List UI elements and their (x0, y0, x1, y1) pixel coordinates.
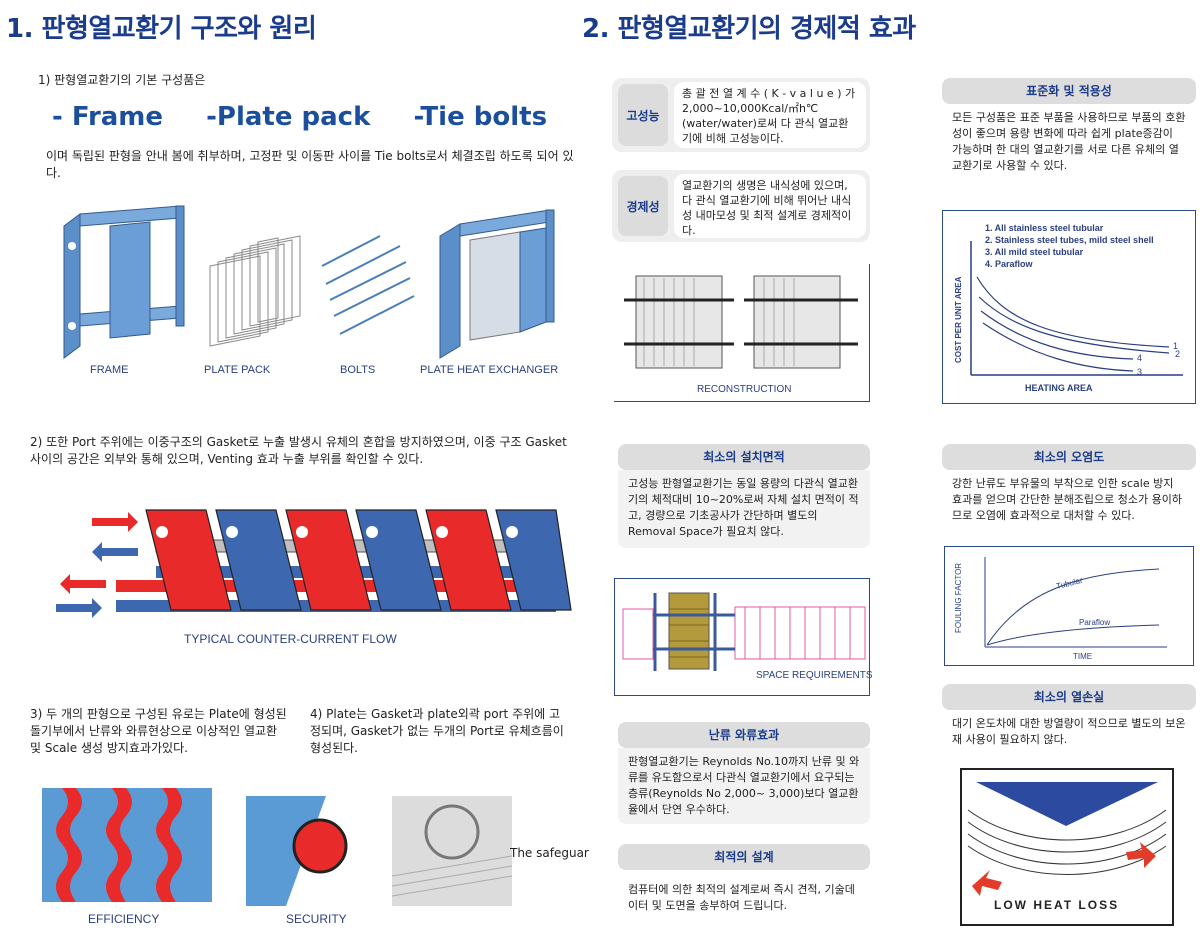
caption-security: SECURITY (286, 912, 347, 926)
cost-line-label-4: 4 (1137, 353, 1142, 363)
flow-caption: TYPICAL COUNTER-CURRENT FLOW (184, 632, 397, 646)
reconstruction-caption: RECONSTRUCTION (697, 384, 792, 395)
standard-panel-text: 모든 구성품은 표준 부품을 사용하므로 부품의 호환성이 좋으며 용량 변화에… (942, 104, 1196, 182)
legend-1: 1. All stainless steel tubular (985, 223, 1104, 233)
component-tie-bolts: -Tie bolts (413, 102, 548, 132)
right-section-title: 2. 판형열교환기의 경제적 효과 (582, 14, 916, 44)
fouling-x-label: TIME (1073, 652, 1092, 661)
callout-economy-tag: 경제성 (618, 176, 668, 236)
caption-efficiency: EFFICIENCY (88, 912, 160, 926)
turbulence-panel-title: 난류 와류효과 (618, 722, 870, 748)
fouling-line-paraflow (986, 624, 1160, 646)
fouling-line-tubular (986, 568, 1160, 646)
caption-frame: FRAME (90, 364, 129, 376)
counter-current-flow-figure (56, 509, 572, 618)
heatloss-figure (960, 768, 1174, 926)
components-figure (63, 205, 555, 359)
frame-illustration (63, 205, 185, 359)
cost-line-label-3: 3 (1137, 367, 1142, 377)
components-description: 이며 독립된 판형을 안내 봄에 취부하며, 고정판 및 이동판 사이를 Tie… (46, 149, 574, 180)
fouling-label-paraflow: Paraflow (1079, 618, 1110, 627)
cost-line-1 (976, 276, 1170, 348)
design-panel-title: 최적의 설계 (618, 844, 870, 870)
callout-performance-tag: 고성능 (618, 84, 668, 146)
caption-phe: PLATE HEAT EXCHANGER (420, 364, 559, 376)
callout-economy: 경제성 열교환기의 생명은 내식성에 있으며, 다 관식 열교환기에 비해 뛰어… (612, 170, 870, 242)
cost-line-label-1: 1 (1173, 341, 1178, 351)
fouling-panel-text: 강한 난류도 부유물의 부착으로 인한 scale 방지 효과를 얻으며 간단한… (942, 470, 1196, 532)
paragraph-3: 3) 두 개의 판형으로 구성된 유로는 Plate에 형성된 돌기부에서 난류… (30, 707, 287, 755)
bolts-illustration (321, 235, 415, 335)
fouling-chart: FOULING FACTOR TIME Tubular Paraflow (944, 546, 1194, 666)
paragraph-4: 4) Plate는 Gasket과 plate외곽 port 주위에 고정되며,… (310, 707, 564, 755)
cost-line-2 (978, 296, 1170, 354)
safeguard-figure (392, 796, 512, 906)
fouling-panel-title: 최소의 오염도 (942, 444, 1196, 470)
cost-chart: 1. All stainless steel tubular 2. Stainl… (942, 210, 1196, 404)
efficiency-figure (42, 788, 212, 902)
cost-x-label: HEATING AREA (1025, 383, 1093, 393)
safeguard-label: The safeguar (510, 846, 589, 860)
cost-y-label: COST PER UNIT AREA (954, 276, 963, 363)
reconstruction-figure (614, 264, 870, 402)
plate-pack-illustration (209, 235, 301, 347)
legend-3: 3. All mild steel tubular (985, 247, 1084, 257)
callout-performance: 고성능 총 괄 전 열 계 수 ( K - v a l u e ) 가 2,00… (612, 78, 870, 152)
cost-line-4 (980, 310, 1134, 360)
caption-bolts: BOLTS (340, 364, 376, 376)
legend-4: 4. Paraflow (985, 259, 1034, 269)
component-list: - Frame -Plate pack -Tie bolts (52, 102, 581, 132)
heatloss-caption: LOW HEAT LOSS (994, 898, 1120, 912)
cost-line-3 (982, 322, 1134, 372)
heatloss-panel-title: 최소의 열손실 (942, 684, 1196, 710)
intro-text: 1) 판형열교환기의 기본 구성품은 (38, 73, 206, 87)
cost-line-label-2: 2 (1175, 349, 1180, 359)
install-panel-title: 최소의 설치면적 (618, 444, 870, 470)
caption-plate-pack: PLATE PACK (204, 364, 271, 376)
heatloss-panel-text: 대기 온도차에 대한 방열량이 적으므로 별도의 보온재 사용이 필요하지 않다… (942, 710, 1196, 754)
security-figure (246, 796, 348, 906)
callout-performance-text: 총 괄 전 열 계 수 ( K - v a l u e ) 가 2,000~10… (674, 82, 866, 148)
plate-heat-exchanger-illustration (439, 209, 555, 359)
standard-panel-title: 표준화 및 적용성 (942, 78, 1196, 104)
install-panel-text: 고성능 판형열교환기는 동일 용량의 다관식 열교환기의 체적대비 10~20%… (618, 470, 870, 548)
legend-2: 2. Stainless steel tubes, mild steel she… (985, 235, 1154, 245)
space-requirements-figure (614, 578, 870, 696)
component-frame: - Frame (52, 102, 164, 132)
left-section-title: 1. 판형열교환기 구조와 원리 (6, 14, 317, 44)
fouling-y-label: FOULING FACTOR (954, 563, 963, 633)
design-panel-text: 컴퓨터에 의한 최적의 설계로써 즉시 견적, 기술데이터 및 도면을 송부하여… (618, 876, 870, 926)
paragraph-2: 2) 또한 Port 주위에는 이중구조의 Gasket로 누출 발생시 유체의… (30, 435, 567, 466)
component-plate-pack: -Plate pack (206, 102, 371, 132)
turbulence-panel-text: 판형열교환기는 Reynolds No.10까지 난류 및 와류를 유도함으로서… (618, 748, 870, 824)
callout-economy-text: 열교환기의 생명은 내식성에 있으며, 다 관식 열교환기에 비해 뛰어난 내식… (674, 174, 866, 238)
fouling-label-tubular: Tubular (1055, 576, 1084, 591)
space-caption: SPACE REQUIREMENTS (756, 670, 873, 681)
